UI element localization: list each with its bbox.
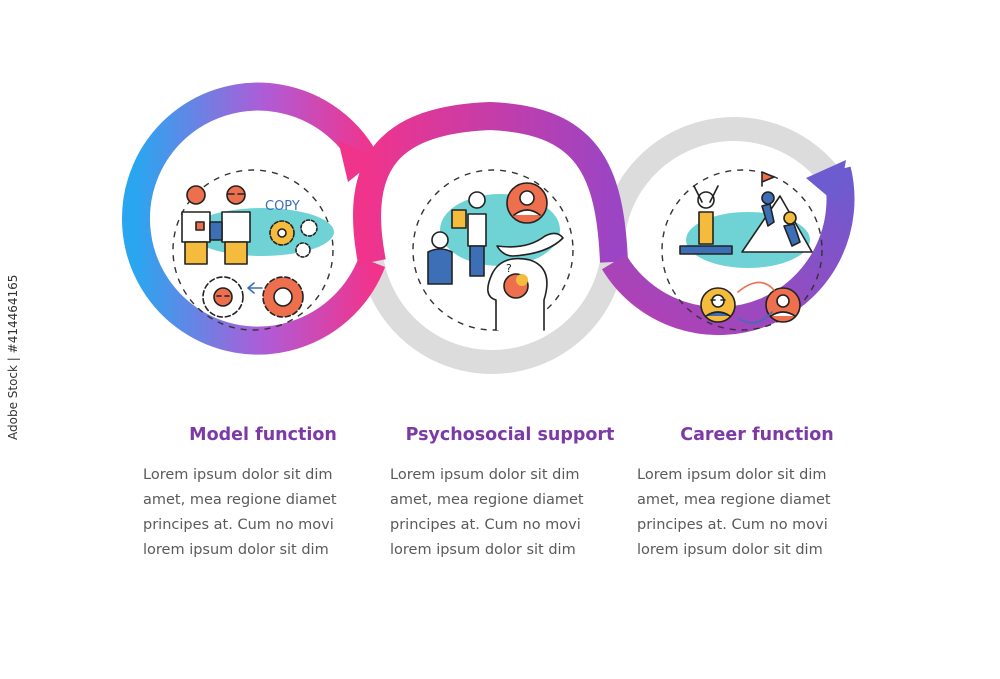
copy-label: COPY <box>265 199 300 214</box>
step-description: Lorem ipsum dolor sit dim amet, mea regi… <box>143 467 337 558</box>
svg-text:?: ? <box>506 262 512 275</box>
stock-watermark: Adobe Stock | #414464165 <box>6 274 20 440</box>
step-psychosocial-support: Psychosocial support Lorem ipsum dolor s… <box>390 425 630 563</box>
role-model-copy-icon: COPY <box>181 185 334 318</box>
step-title: Psychosocial support <box>405 425 615 445</box>
step-model-function: Model function Lorem ipsum dolor sit dim… <box>143 425 383 563</box>
step-description: Lorem ipsum dolor sit dim amet, mea regi… <box>637 467 831 558</box>
dashed-inner-circles <box>172 169 823 331</box>
career-growth-icon <box>679 171 813 324</box>
psychosocial-support-icon: ? <box>427 182 564 331</box>
step-title: Model function <box>189 425 337 445</box>
step-description: Lorem ipsum dolor sit dim amet, mea regi… <box>390 467 584 558</box>
gradient-ring-segments <box>121 82 855 355</box>
step-title: Career function <box>680 425 834 445</box>
step-career-function: Career function Lorem ipsum dolor sit di… <box>637 425 877 563</box>
